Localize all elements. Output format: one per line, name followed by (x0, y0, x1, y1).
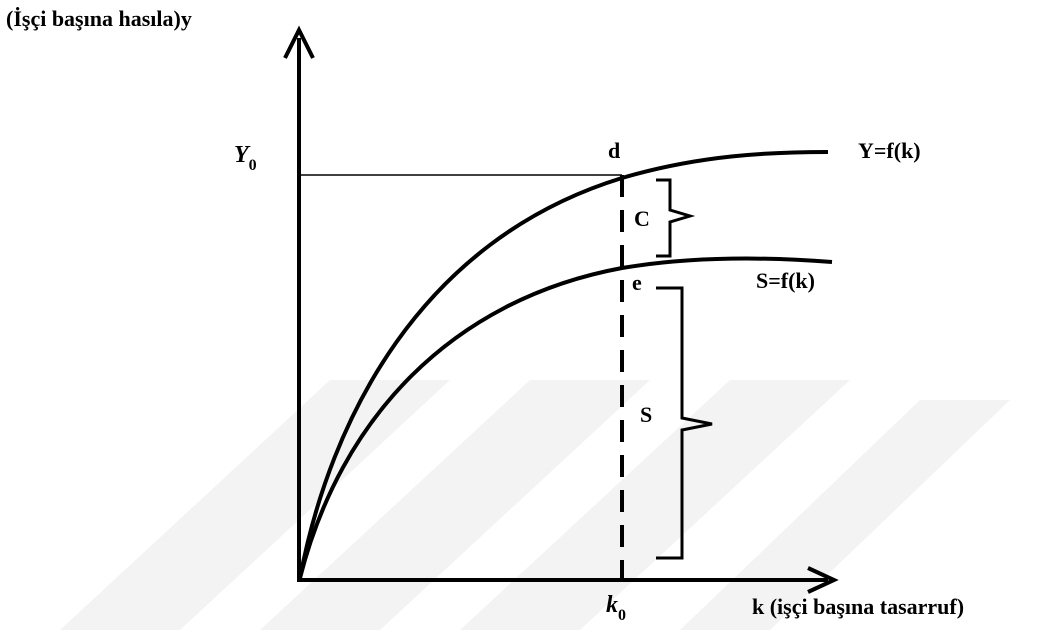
output-curve (298, 150, 829, 579)
watermark-stripe-4 (680, 400, 1010, 630)
saving-curve (298, 256, 833, 579)
y-axis-arrowhead (283, 25, 315, 59)
k0-label-sub: 0 (618, 607, 626, 624)
point-e-label: e (632, 270, 642, 295)
consumption-label: C (634, 206, 650, 231)
y0-label: Y0 (234, 142, 257, 174)
y-axis-title: (İşçi başına hasıla)y (6, 6, 192, 31)
y0-label-main: Y (234, 142, 251, 168)
saving-label: S (640, 402, 652, 427)
output-curve-label: Y=f(k) (858, 138, 921, 163)
watermark-stripe-3 (460, 380, 850, 630)
x-axis-title: k (işçi başına tasarruf) (752, 594, 964, 619)
watermark (60, 380, 1010, 630)
x-axis-arrowhead (807, 566, 839, 594)
saving-curve-label: S=f(k) (756, 268, 815, 293)
consumption-brace (656, 178, 696, 258)
watermark-stripe-1 (60, 380, 450, 630)
point-d-label: d (608, 138, 620, 163)
k0-label-main: k (606, 592, 618, 618)
y0-label-sub: 0 (249, 157, 257, 174)
k0-label: k0 (606, 592, 626, 624)
watermark-stripe-2 (260, 380, 650, 630)
saving-brace (656, 286, 713, 560)
